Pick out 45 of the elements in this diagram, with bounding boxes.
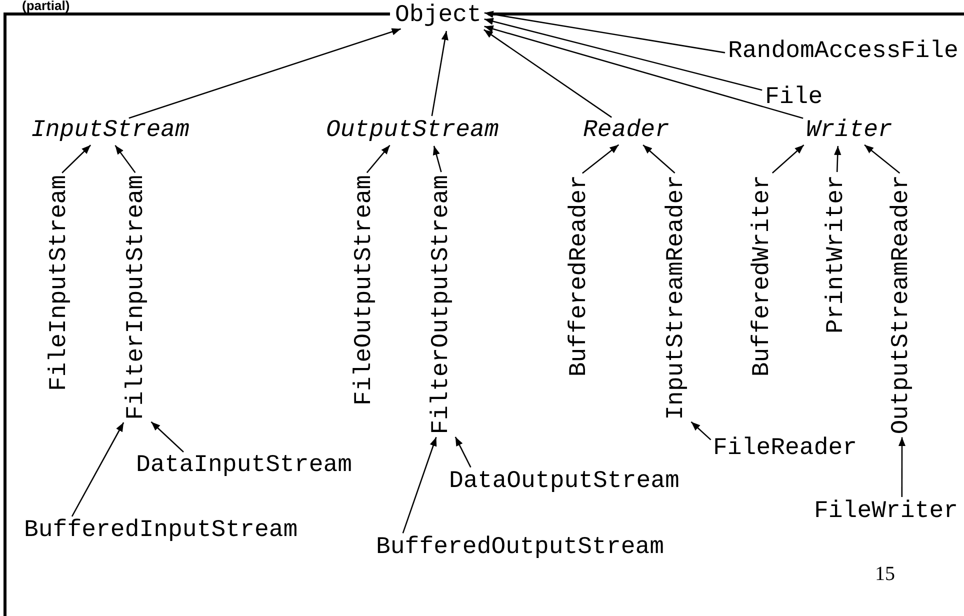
inheritance-arrow bbox=[582, 144, 620, 174]
inheritance-arrow bbox=[484, 10, 726, 54]
inheritance-arrow bbox=[484, 25, 804, 119]
inheritance-arrow bbox=[114, 145, 136, 173]
inheritance-arrow bbox=[432, 146, 442, 172]
inheritance-arrow bbox=[898, 437, 906, 497]
inheritance-arrow bbox=[366, 144, 390, 174]
class-name: RandomAccessFile bbox=[728, 40, 958, 64]
page-number: 15 bbox=[875, 563, 895, 586]
class-name: FileInputStream bbox=[48, 175, 72, 392]
abstract-class-name: OutputStream bbox=[326, 119, 499, 143]
abstract-class-name: Writer bbox=[806, 119, 892, 143]
inheritance-arrow bbox=[642, 144, 676, 174]
class-name: InputStreamReader bbox=[665, 175, 689, 420]
inheritance-arrow bbox=[834, 146, 842, 172]
inheritance-arrow bbox=[484, 18, 762, 91]
inheritance-arrow bbox=[431, 30, 448, 116]
inheritance-arrow bbox=[150, 421, 184, 452]
class-name: BufferedWriter bbox=[751, 175, 775, 377]
class-name: FileReader bbox=[713, 437, 858, 461]
inheritance-arrow bbox=[402, 436, 437, 534]
class-name: FileOutputStream bbox=[353, 175, 377, 406]
abstract-class-name: InputStream bbox=[31, 119, 190, 143]
class-name: Object bbox=[395, 4, 482, 28]
inheritance-arrow bbox=[772, 144, 804, 174]
class-name: BufferedOutputStream bbox=[376, 536, 664, 560]
class-name: DataOutputStream bbox=[449, 470, 680, 494]
class-name: DataInputStream bbox=[136, 454, 352, 478]
class-name: FileWriter bbox=[814, 500, 958, 524]
class-name: PrintWriter bbox=[825, 175, 849, 334]
slide-title: (partial) bbox=[22, 0, 70, 13]
inheritance-arrow bbox=[128, 28, 401, 119]
inheritance-arrow bbox=[864, 144, 900, 174]
class-name: File bbox=[765, 86, 823, 110]
inheritance-arrow bbox=[71, 422, 124, 517]
class-name: OutputStreamReader bbox=[890, 175, 914, 434]
inheritance-arrow bbox=[454, 436, 472, 468]
abstract-class-name: Reader bbox=[583, 119, 670, 143]
class-name: BufferedReader bbox=[568, 175, 592, 377]
inheritance-arrow bbox=[484, 29, 612, 118]
inheritance-arrow bbox=[690, 421, 712, 440]
class-name: FilterInputStream bbox=[125, 175, 149, 420]
inheritance-arrow bbox=[62, 144, 92, 174]
class-name: BufferedInputStream bbox=[24, 519, 298, 543]
class-name: FilterOutputStream bbox=[430, 175, 454, 434]
